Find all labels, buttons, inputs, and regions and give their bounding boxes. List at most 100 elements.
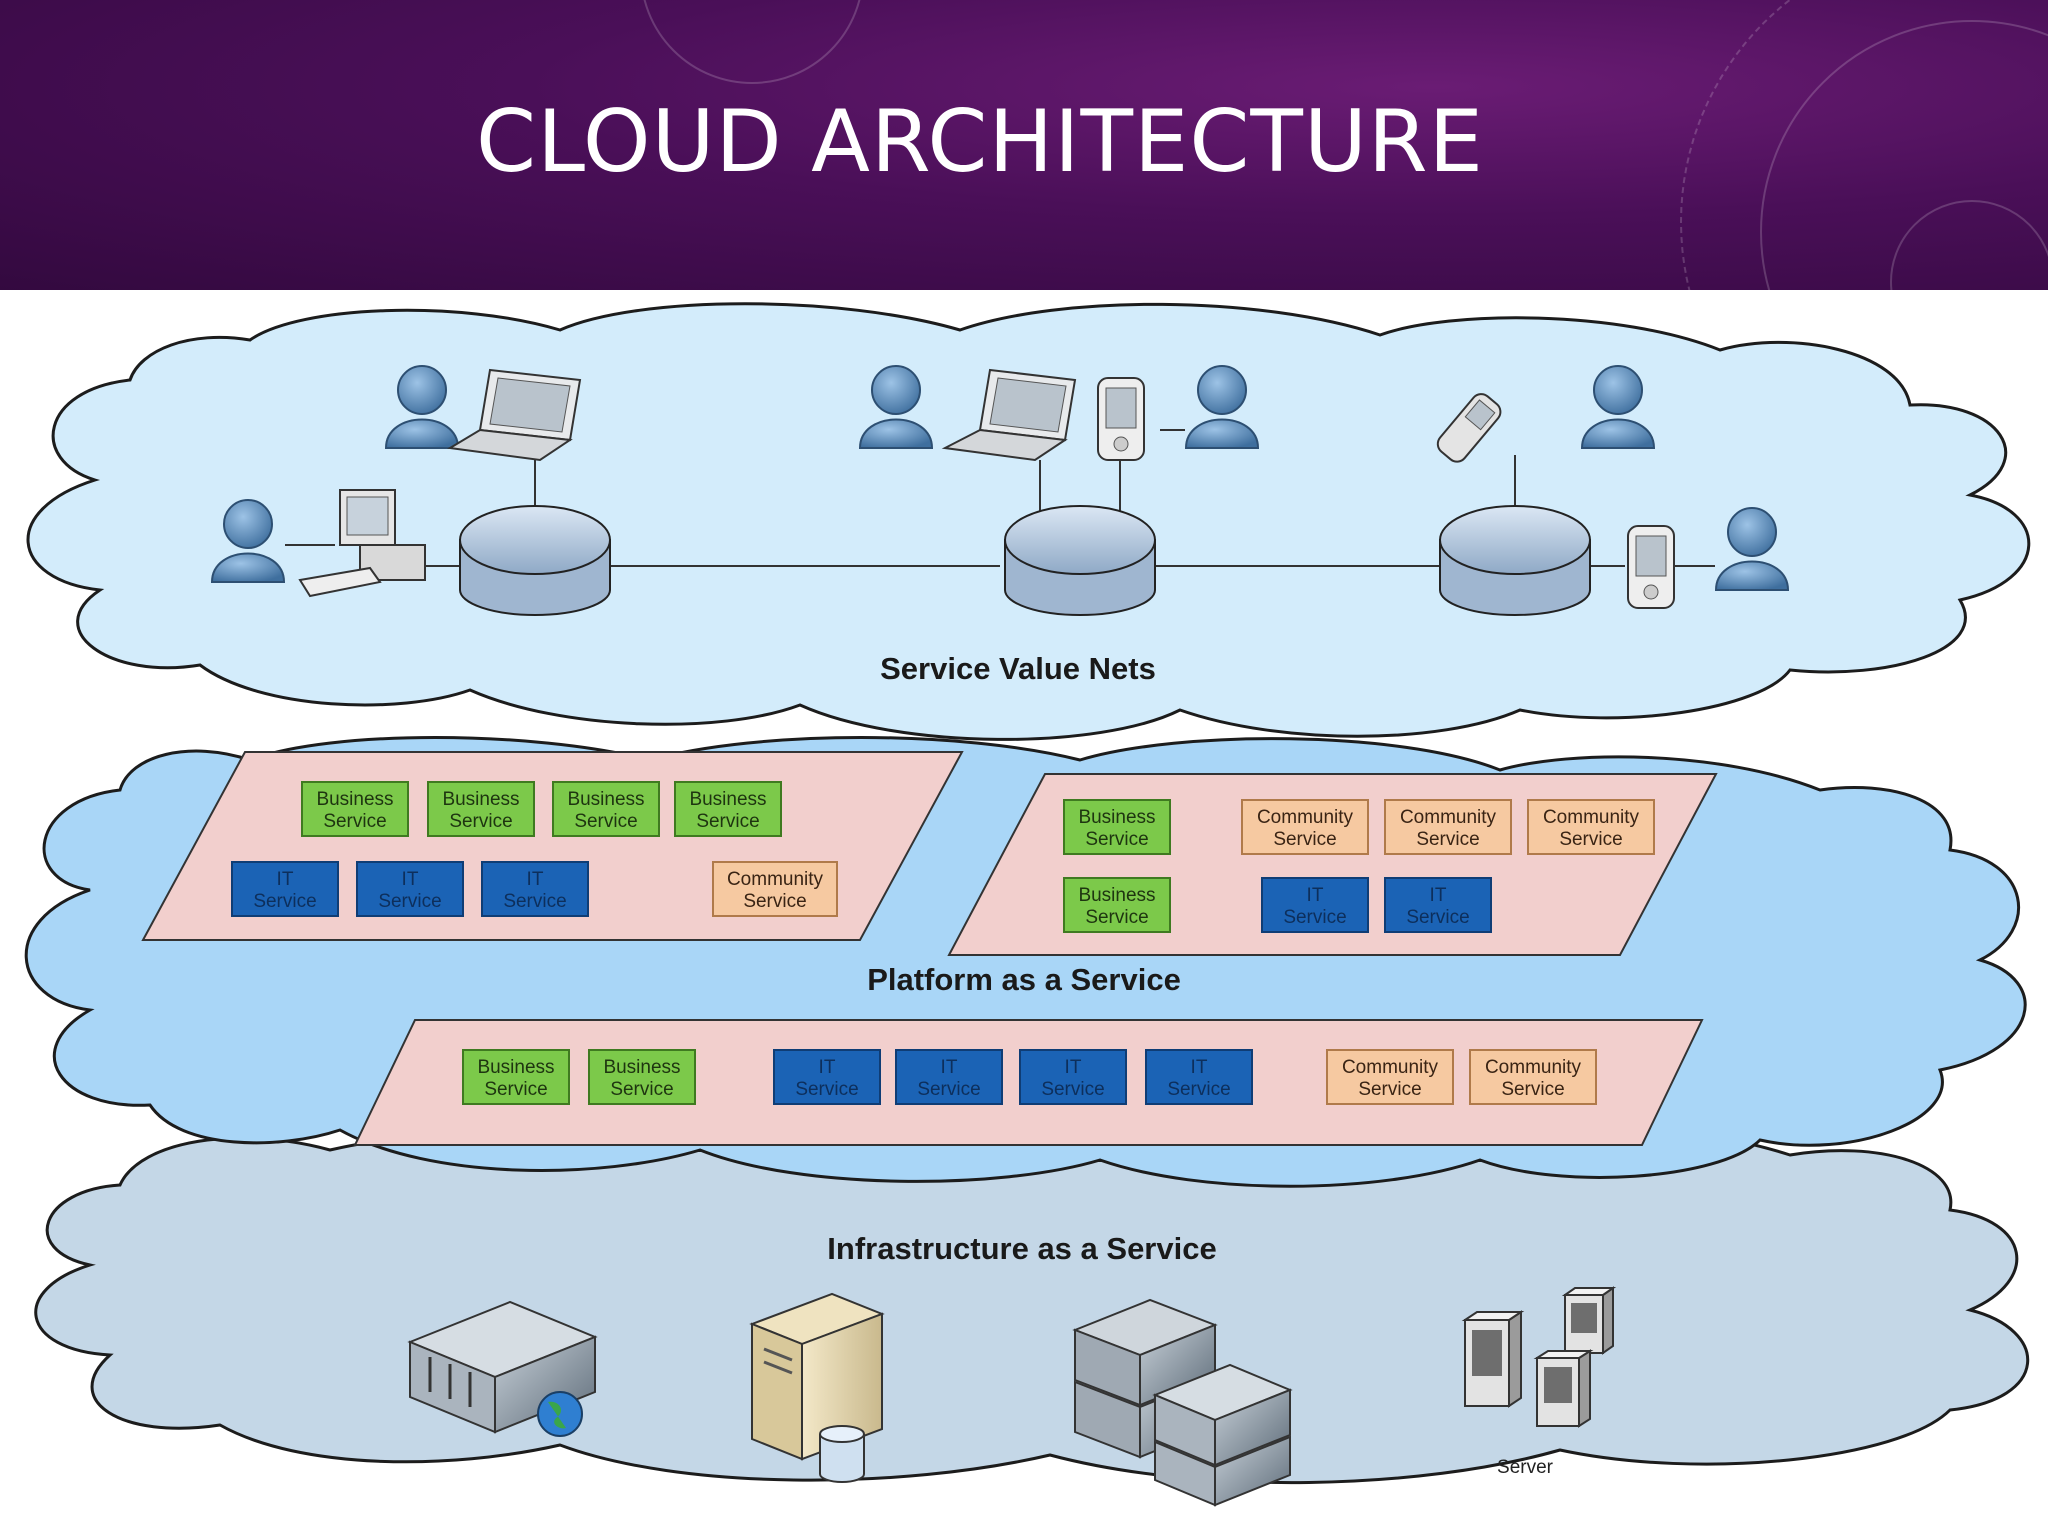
iaas-label: Infrastructure as a Service [827, 1231, 1216, 1266]
svg-text:IT: IT [1065, 1057, 1082, 1078]
svg-text:Community: Community [1400, 807, 1497, 828]
svg-text:Service: Service [323, 811, 386, 832]
svg-text:Service: Service [795, 1079, 858, 1100]
web-server-icon [407, 1300, 598, 1437]
svg-text:IT: IT [277, 869, 294, 890]
svg-text:Community: Community [1257, 807, 1354, 828]
svg-text:Service: Service [449, 811, 512, 832]
svg-text:Service: Service [1283, 907, 1346, 928]
svg-text:Service: Service [1358, 1079, 1421, 1100]
svg-text:Service: Service [696, 811, 759, 832]
svg-text:Service: Service [1273, 829, 1336, 850]
server-icon [1561, 1286, 1617, 1355]
svg-text:Service: Service [1416, 829, 1479, 850]
user-icon [1184, 365, 1260, 449]
decor-ring [640, 0, 864, 84]
svg-text:Community: Community [1543, 807, 1640, 828]
svg-text:IT: IT [819, 1057, 836, 1078]
svg-text:Service: Service [1041, 1079, 1104, 1100]
svg-text:Service: Service [917, 1079, 980, 1100]
svg-text:Community: Community [727, 869, 824, 890]
title-banner: CLOUD ARCHITECTURE [0, 0, 2048, 290]
svg-text:Service: Service [503, 891, 566, 912]
svg-text:Business: Business [477, 1057, 554, 1078]
svn-label: Service Value Nets [880, 651, 1156, 686]
svg-text:Business: Business [567, 789, 644, 810]
svg-text:IT: IT [1430, 885, 1447, 906]
user-icon [858, 365, 934, 449]
svg-text:Service: Service [1501, 1079, 1564, 1100]
paas-label: Platform as a Service [867, 962, 1181, 997]
svg-text:IT: IT [1307, 885, 1324, 906]
server-icon [1461, 1310, 1525, 1408]
iaas-cloud [34, 1122, 2029, 1485]
svg-text:IT: IT [527, 869, 544, 890]
svg-text:Service: Service [574, 811, 637, 832]
user-icon [1714, 507, 1790, 591]
svg-text:Service: Service [1406, 907, 1469, 928]
svg-text:Service: Service [1085, 907, 1148, 928]
svg-text:Service: Service [484, 1079, 547, 1100]
user-icon [384, 365, 460, 449]
server-icon [1533, 1349, 1594, 1428]
svg-text:Service: Service [1085, 829, 1148, 850]
svg-text:Service: Service [1559, 829, 1622, 850]
svg-text:Business: Business [316, 789, 393, 810]
svg-text:IT: IT [402, 869, 419, 890]
database-server-icon [749, 1292, 885, 1483]
svg-text:Service: Service [610, 1079, 673, 1100]
svg-text:Business: Business [689, 789, 766, 810]
user-icon [1580, 365, 1656, 449]
hub-left [459, 505, 611, 616]
user-icon [210, 499, 286, 583]
svg-text:IT: IT [1191, 1057, 1208, 1078]
svg-text:Service: Service [378, 891, 441, 912]
laptop-icon [447, 368, 582, 462]
svg-text:IT: IT [941, 1057, 958, 1078]
mobile-phone-icon [1436, 393, 1502, 463]
server-cluster-icon [1072, 1298, 1293, 1507]
laptop-icon [941, 368, 1077, 462]
svg-text:Community: Community [1342, 1057, 1439, 1078]
svg-text:Service: Service [1167, 1079, 1230, 1100]
pda-icon [1627, 525, 1675, 609]
svg-text:Service: Service [253, 891, 316, 912]
server-caption: Server [1497, 1457, 1554, 1478]
hub-middle [1004, 505, 1156, 616]
svg-text:Business: Business [1078, 807, 1155, 828]
desktop-computer-icon [298, 489, 426, 598]
pda-icon [1097, 377, 1145, 461]
svg-text:Community: Community [1485, 1057, 1582, 1078]
slide-title: CLOUD ARCHITECTURE [476, 92, 1484, 192]
svg-text:Service: Service [743, 891, 806, 912]
hub-right [1439, 505, 1591, 616]
svg-text:Business: Business [1078, 885, 1155, 906]
svg-text:Business: Business [442, 789, 519, 810]
svg-text:Business: Business [603, 1057, 680, 1078]
